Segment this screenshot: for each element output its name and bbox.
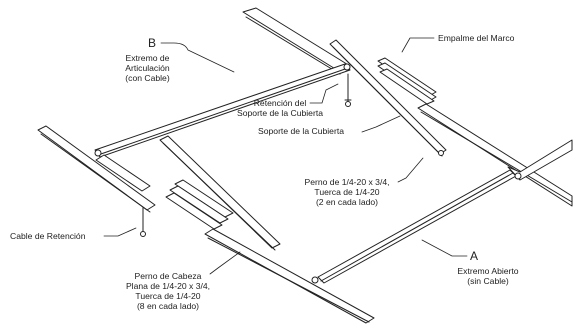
small-plates [165,179,234,230]
splice-plates [377,57,437,105]
label-a-text: Extremo Abierto (sin Cable) [457,266,519,286]
label-a: A [470,249,479,263]
label-b: B [148,36,157,50]
label-canopy-retention: Retención del Soporte de la Cubierta [237,98,323,118]
label-b-text: Extremo de Articulación (con Cable) [125,53,170,83]
label-splice: Empalme del Marco [438,33,515,43]
retention-cable [140,206,146,237]
canopy-retention [344,73,352,107]
bottom-rail [204,228,375,324]
label-bolt-nut: Perno de 1/4-20 x 3/4, Tuerca de 1/4-20 … [304,177,390,207]
leader-lines [103,37,468,275]
label-retention-cable: Cable de Retención [10,231,86,241]
canopy-support [329,39,447,157]
hinge-points [94,63,522,284]
label-canopy-support: Soporte de la Cubierta [258,126,344,136]
left-rail [37,125,156,213]
loose-support [159,135,281,251]
label-flat-head-bolt: Perno de Cabeza Plana de 1/4-20 x 3/4, T… [125,271,211,311]
